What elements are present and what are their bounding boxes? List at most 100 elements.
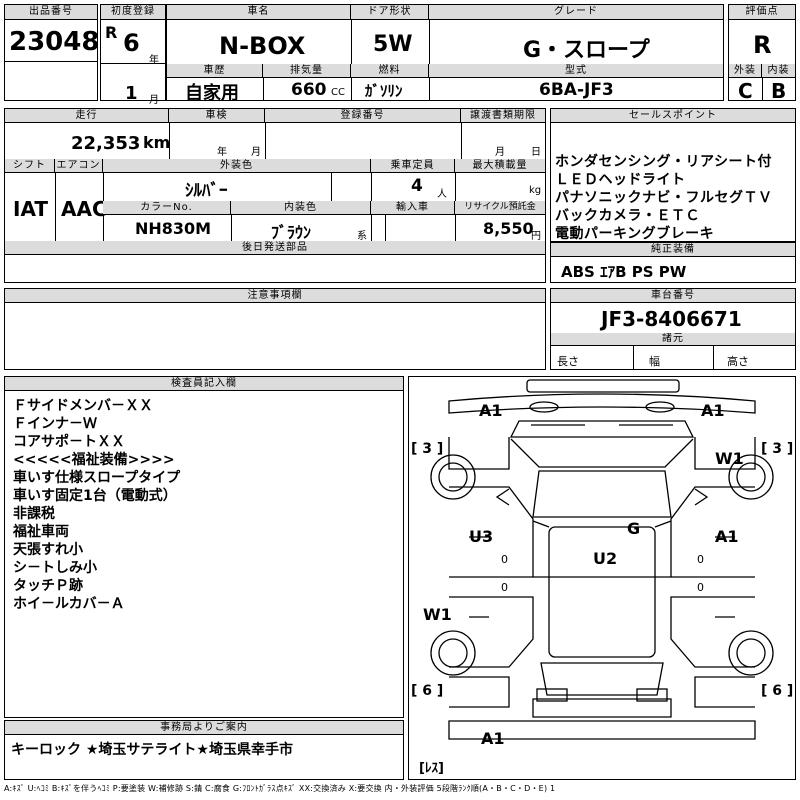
sales-point-box: セールスポイント ホンダセンシング・リアシート付 ＬＥＤヘッドライト パナソニッ… [550, 108, 796, 242]
car-diagram [430, 379, 774, 740]
transfer-day-unit: 日 [531, 147, 541, 158]
mileage-label: 走行 [5, 109, 169, 123]
legend: A:ｷｽﾞ U:ﾍｺﾐ B:ｷｽﾞを伴うﾍｺﾐ P:要塗装 W:補修跡 S:錆 … [4, 784, 556, 793]
mark-u2: U2 [593, 549, 618, 568]
interior-color: ﾌﾞﾗｳﾝ [271, 223, 312, 242]
inspector-line-9: 天張すれ小 [13, 542, 83, 558]
equipment-value: ABS ｴｱB PS PW [561, 263, 687, 281]
inspector-box: 検査員記入欄 Ｆサイドメンバ－ＸＸ Ｆインナ－Ｗ コアサポ－トＸＸ <<<<<福… [4, 376, 404, 718]
exterior-label: 外装 [729, 64, 762, 78]
year-unit: 年 [149, 55, 159, 66]
color-no: NH830M [135, 219, 212, 238]
inspection-year-unit: 年 [217, 147, 227, 158]
main-header-box: 車名 ドア形状 グレード N-BOX 5W G・スロープ 車歴 排気量 燃料 型… [166, 4, 724, 104]
inspector-line-11: タッチＰ跡 [13, 578, 83, 594]
history-label: 車歴 [167, 64, 263, 78]
inspector-line-10: シ－トしみ小 [13, 560, 97, 576]
ac: AAC [61, 197, 107, 221]
first-reg-box: 初度登録 R 6 年 1 月 [100, 4, 166, 106]
sales-line-4: バックカメラ・ＥＴＣ [555, 208, 700, 224]
inspector-line-4: <<<<<福祉装備>>>> [13, 452, 175, 468]
exterior-color: ｼﾙﾊﾞｰ [185, 181, 228, 201]
dims-title: 諸元 [551, 333, 795, 346]
mark-zero-3: 0 [501, 581, 508, 594]
mark-zero-2: 0 [697, 553, 704, 566]
era: R [105, 23, 118, 42]
lot-number: 23048 [9, 27, 100, 57]
int-color-unit: 系 [357, 231, 367, 242]
inspector-line-6: 車いす固定1台（電動式） [13, 488, 177, 504]
sales-line-2: ＬＥＤヘッドライト [555, 172, 686, 188]
inspector-line-1: Ｆサイドメンバ－ＸＸ [13, 398, 153, 414]
transfer-month-unit: 月 [495, 147, 505, 158]
inspector-line-8: 福祉車両 [13, 524, 69, 540]
score-box: 評価点 R 外装 内装 C B [728, 4, 796, 103]
mark-a1-rear: A1 [481, 729, 505, 748]
fuel: ｶﾞｿﾘﾝ [365, 82, 403, 100]
history: 自家用 [185, 83, 239, 104]
grade-label: グレード [429, 5, 723, 20]
month-unit: 月 [149, 95, 159, 106]
sales-point-title: セールスポイント [551, 109, 795, 123]
grade: G・スロープ [523, 38, 650, 63]
mileage-unit: km [143, 133, 171, 152]
chassis-title: 車台番号 [551, 289, 795, 303]
import-label: 輸入車 [371, 201, 455, 215]
mark-3-left: [ 3 ] [411, 441, 444, 457]
first-reg-label: 初度登録 [101, 5, 165, 20]
transfer-label: 譲渡書類期限 [461, 109, 545, 123]
width-label: 幅 [649, 355, 660, 368]
recycle-fee: 8,550 [483, 219, 534, 238]
sales-line-5: 電動パーキングブレーキ [555, 226, 715, 242]
color-label: 外装色 [103, 159, 371, 173]
mark-zero-1: 0 [501, 553, 508, 566]
sales-line-1: ホンダセンシング・リアシート付 [555, 154, 772, 170]
interior-label: 内装 [762, 64, 795, 78]
inspector-line-5: 車いす仕様スロープタイプ [13, 470, 181, 486]
mark-a1-front-left: A1 [479, 401, 503, 420]
int-color-label: 内装色 [231, 201, 371, 215]
mark-g: G [627, 519, 641, 538]
mark-w1-left: W1 [423, 605, 452, 624]
caution-title: 注意事項欄 [5, 289, 545, 303]
equipment-box: 純正装備 ABS ｴｱB PS PW [550, 242, 796, 283]
inspector-line-7: 非課税 [13, 506, 55, 522]
office-notice-text: キーロック ★埼玉サテライト★埼玉県幸手市 [11, 742, 293, 758]
color-no-label: カラーNo. [103, 201, 231, 215]
chassis-box: 車台番号 JF3-8406671 諸元 長さ 幅 高さ [550, 288, 796, 370]
name-label: 車名 [167, 5, 351, 20]
mark-zero-4: 0 [697, 581, 704, 594]
inspection-label: 車検 [169, 109, 265, 123]
capacity-unit: 人 [437, 189, 447, 200]
load-label: 最大積載量 [455, 159, 545, 173]
ac-label: エアコン [55, 159, 103, 173]
door-type: 5W [373, 32, 413, 57]
equipment-title: 純正装備 [551, 243, 795, 257]
plate-label: 登録番号 [265, 109, 461, 123]
mark-3-right: [ 3 ] [761, 441, 794, 457]
shift: IAT [13, 197, 49, 221]
door-label: ドア形状 [351, 5, 429, 20]
inspector-line-2: Ｆインナ－Ｗ [13, 416, 97, 432]
later-parts-label: 後日発送部品 [5, 241, 545, 255]
sales-line-3: パナソニックナビ・フルセグＴＶ [555, 190, 773, 206]
lot-box: 出品番号 23048 [4, 4, 100, 101]
capacity: 4 [411, 176, 423, 196]
chassis-number: JF3-8406671 [601, 307, 742, 331]
fuel-label: 燃料 [351, 64, 429, 78]
inspector-line-3: コアサポ－トＸＸ [13, 434, 125, 450]
mark-6-right: [ 6 ] [761, 683, 794, 699]
mark-res: [ﾚｽ] [419, 761, 444, 776]
score-label: 評価点 [729, 5, 795, 20]
interior-grade: B [771, 79, 787, 103]
shift-label: シフト [5, 159, 55, 173]
length-label: 長さ [557, 355, 579, 368]
mileage: 22,353 [71, 133, 141, 154]
score: R [753, 31, 772, 59]
displacement: 660 [291, 80, 327, 100]
inspector-line-12: ホイ－ルカバ－Ａ [13, 596, 125, 612]
displacement-unit: CC [331, 87, 345, 98]
caution-box: 注意事項欄 [4, 288, 546, 370]
spec-box: 走行 車検 登録番号 譲渡書類期限 22,353 km 年 月 月 日 シフト … [4, 108, 546, 283]
recycle-unit: 円 [531, 231, 541, 242]
